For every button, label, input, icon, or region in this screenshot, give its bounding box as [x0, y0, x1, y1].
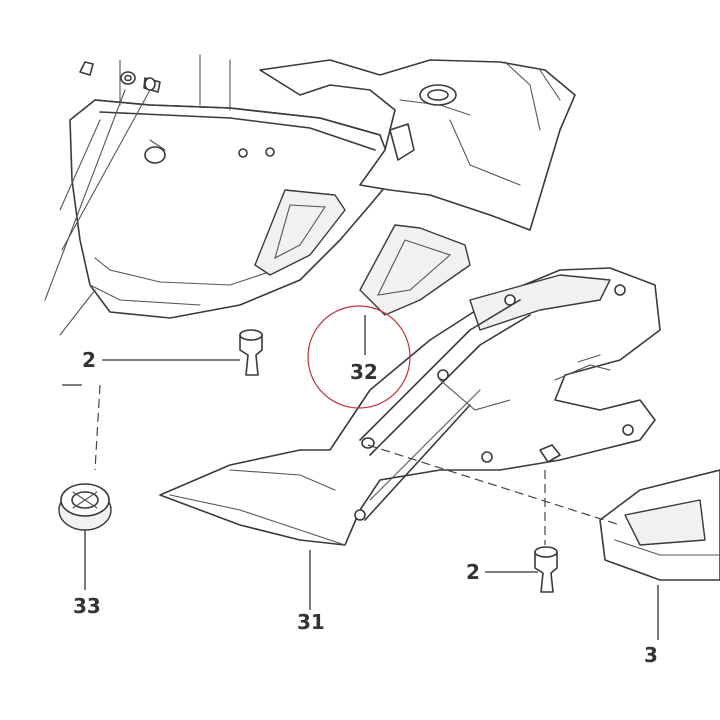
highlight-circle	[307, 305, 411, 409]
callout-31: 31	[297, 610, 325, 634]
upper-fairing-panel	[69, 54, 396, 319]
reference-lines-left	[44, 89, 151, 336]
grommet-pin-left	[239, 329, 263, 376]
upper-left-hardware	[79, 61, 161, 93]
callout-32: 32	[350, 360, 378, 384]
callout-33: 33	[73, 594, 101, 618]
right-lower-partial-part	[599, 469, 720, 581]
grommet-pin-right	[534, 546, 558, 593]
lower-fairing-part-31	[159, 224, 661, 546]
callout-2-left: 2	[82, 348, 96, 372]
callout-3-partial: 3	[644, 643, 658, 667]
callout-2-right: 2	[466, 560, 480, 584]
leader-lines	[62, 315, 659, 640]
upper-right-fairing	[259, 59, 576, 231]
round-grommet-33	[58, 483, 112, 531]
